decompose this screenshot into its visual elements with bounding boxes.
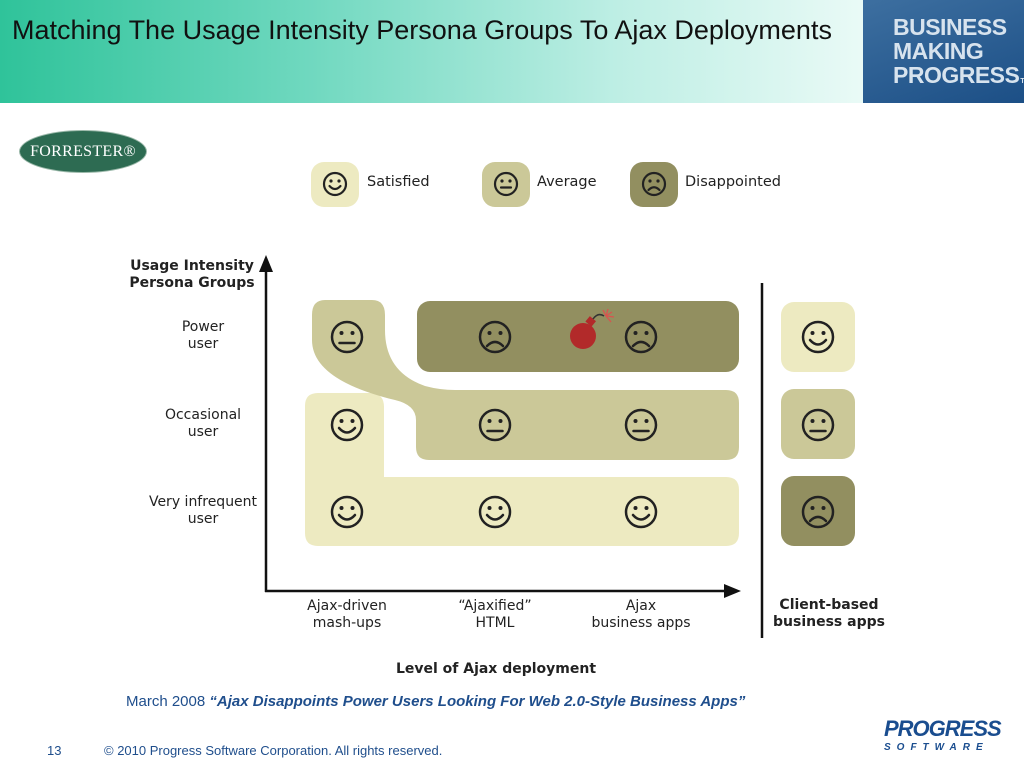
x-axis-title: Level of Ajax deployment	[395, 661, 597, 677]
legend-satisfied-swatch	[311, 162, 359, 207]
brand-line-2: MAKING	[893, 38, 984, 64]
legend-disappointed-swatch	[630, 162, 678, 207]
client-infrequent-cell	[781, 476, 855, 546]
progress-software-logo: PROGRESS SOFTWARE	[884, 716, 1002, 754]
page-number: 13	[47, 743, 62, 758]
band-occasional-user	[312, 300, 739, 460]
source-caption: March 2008 “Ajax Disappoints Power Users…	[126, 693, 746, 710]
neutral-face-icon	[493, 171, 519, 197]
header-banner	[0, 0, 1024, 103]
legend-average-swatch	[482, 162, 530, 207]
client-occasional-cell	[781, 389, 855, 459]
slide-title: Matching The Usage Intensity Persona Gro…	[12, 15, 832, 45]
x-axis-arrow	[724, 584, 741, 598]
brand-line-1: BUSINESS	[893, 14, 1007, 40]
smiley-face-icon	[322, 171, 348, 197]
forrester-logo: FORRESTER®	[19, 130, 147, 173]
band-very-infrequent-user	[305, 393, 739, 546]
business-making-progress-logo: BUSINESS MAKING PROGRESSTM	[863, 0, 1024, 103]
bomb-icon	[570, 308, 615, 349]
legend-average-label: Average	[537, 174, 597, 190]
brand-line-3: PROGRESSTM	[893, 62, 1024, 88]
legend-disappointed-label: Disappointed	[685, 174, 781, 190]
copyright: © 2010 Progress Software Corporation. Al…	[104, 743, 443, 758]
column-label-ajaxified-html: “Ajaxified”HTML	[458, 598, 532, 631]
legend-satisfied-label: Satisfied	[367, 174, 430, 190]
client-power-cell	[781, 302, 855, 372]
y-axis-arrow	[259, 255, 273, 272]
frown-face-icon	[641, 171, 667, 197]
